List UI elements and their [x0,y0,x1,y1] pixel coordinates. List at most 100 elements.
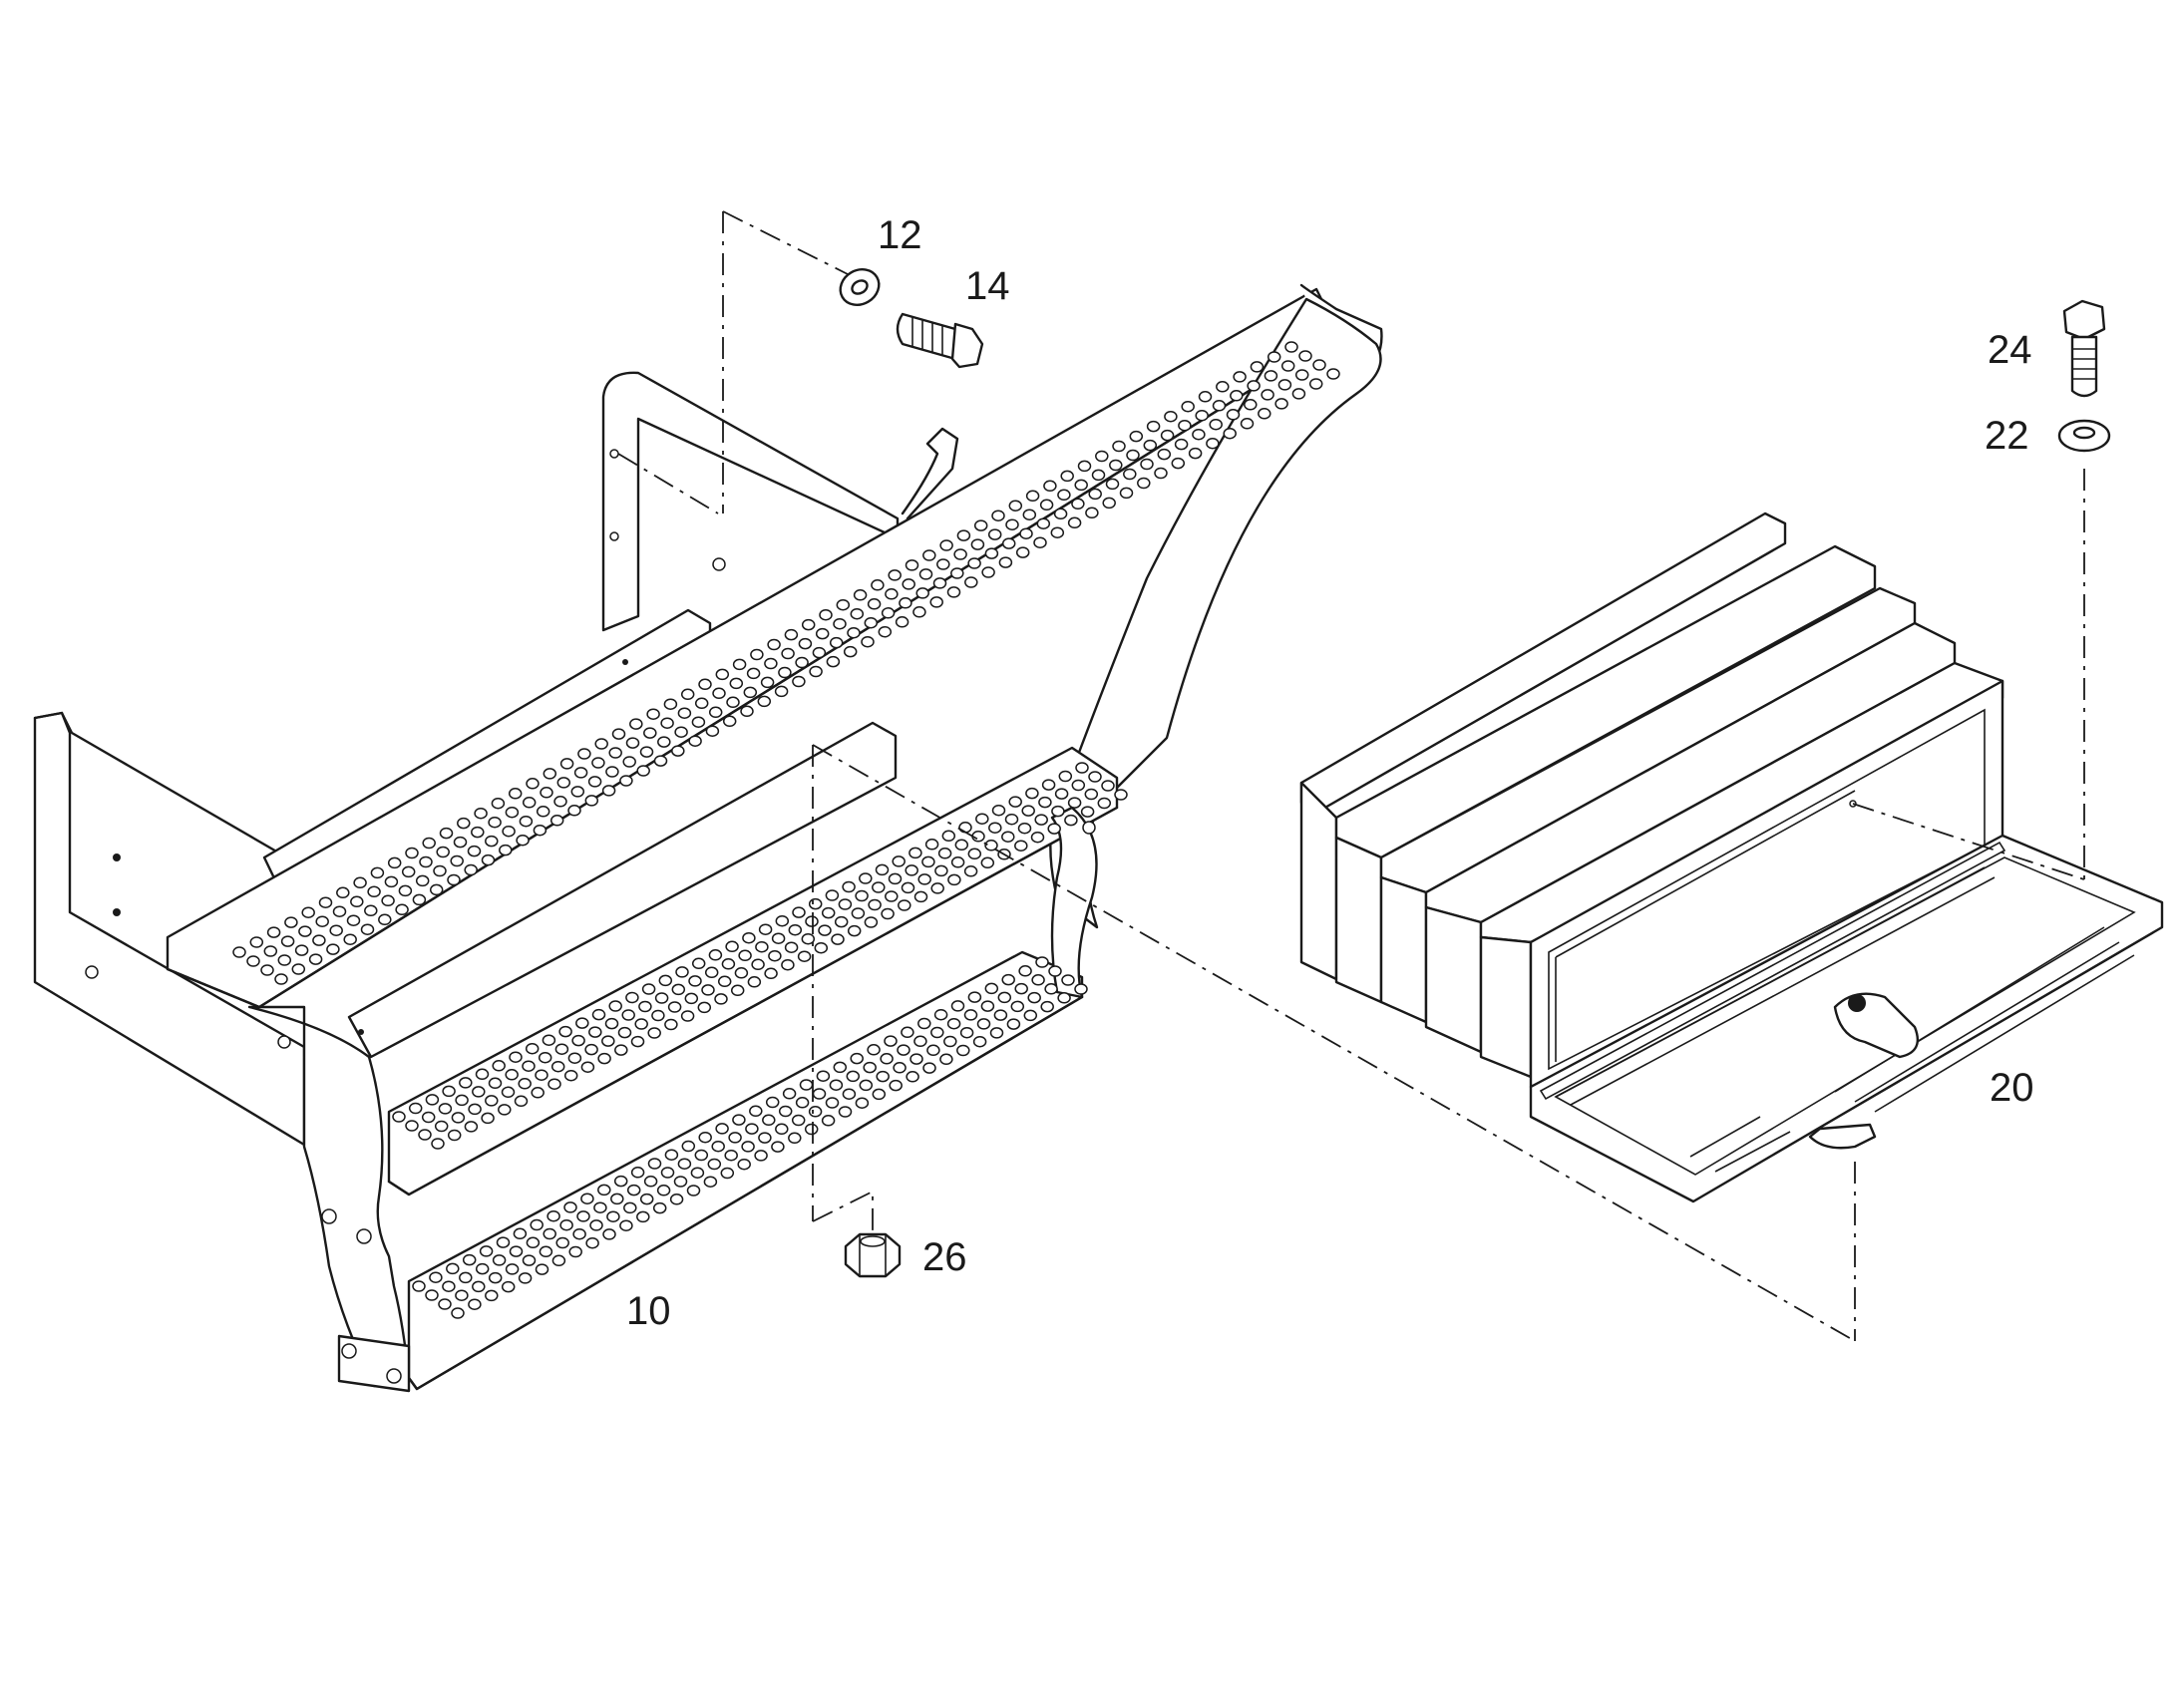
perforation-hole [488,816,502,829]
perforation-hole [384,875,399,888]
perforation-hole [475,1068,490,1081]
perforation-hole [917,1017,931,1030]
perforation-hole [472,1280,486,1293]
perforation-hole [610,1193,624,1205]
perforation-hole [485,1095,499,1107]
perforation-hole [468,1298,482,1310]
perforation-hole [711,1140,725,1153]
perforation-hole [653,755,668,767]
perforation-hole [526,778,540,790]
perforation-hole [535,1263,549,1275]
perforation-hole [1080,806,1095,818]
perforation-hole [587,776,602,788]
perforation-hole [881,907,895,920]
perforation-hole [878,625,893,638]
perforation-hole [746,667,761,680]
perforation-hole [950,856,965,868]
perforation-hole [401,865,416,878]
perforation-hole [729,677,744,690]
perforation-hole [626,1184,641,1196]
perforation-hole [987,528,1002,540]
perforation-hole [546,1209,560,1222]
perforation-hole [312,934,326,946]
perforation-hole [387,856,402,869]
perforation-hole [1041,779,1056,791]
perforation-hole [601,1035,615,1047]
perforation-hole [1209,418,1223,431]
perforation-hole [543,1227,556,1240]
perforation-hole [1001,537,1016,549]
perforation-hole [881,607,896,619]
perforation-hole [694,697,709,710]
perforation-hole [782,1088,797,1100]
perforation-hole [738,949,752,962]
perforation-hole [1048,965,1062,977]
perforation-hole [429,1271,443,1283]
perforation-hole [1164,410,1178,423]
perforation-hole [1264,370,1278,382]
perforation-hole [964,576,978,588]
perforation-hole [741,1141,755,1153]
perforation-hole [863,1061,877,1074]
perforation-hole [1206,437,1220,450]
perforation-hole [447,873,461,886]
perforation-hole [623,1201,637,1214]
perforation-hole [1212,400,1227,412]
perforation-hole [973,519,988,531]
perforation-hole [767,638,781,651]
perforation-hole [639,746,654,758]
perforation-hole [855,889,869,902]
perforation-hole [464,1121,479,1133]
perforation-hole [364,904,378,917]
perforation-hole [742,931,756,944]
perforation-hole [1146,420,1161,433]
perforation-hole [884,1035,898,1047]
perforation-hole [246,955,260,967]
perforation-hole [550,1060,565,1073]
perforation-hole [450,854,464,867]
perforation-hole [1074,479,1088,492]
perforation-hole [708,706,723,719]
perforation-hole [318,896,333,908]
perforation-hole [799,1079,814,1091]
perforation-hole [850,607,865,620]
perforation-hole [438,1103,453,1115]
perforation-hole [1067,797,1082,809]
perforation-hole [643,727,657,739]
perforation-hole [1025,490,1040,503]
perforation-hole [775,1123,789,1136]
perforation-hole [249,936,264,948]
perforation-hole [405,1120,419,1132]
perforation-hole [1033,536,1047,548]
perforation-hole [715,668,730,681]
perforation-hole [425,1289,439,1301]
perforation-hole [895,616,909,628]
perforation-hole [622,756,636,768]
perforation-hole [284,916,298,928]
perforation-hole [485,835,499,848]
perforation-hole [929,596,943,608]
perforation-hole [889,1079,903,1092]
perforation-hole [712,687,726,700]
perforation-hole [559,758,574,770]
perforation-hole [543,768,557,780]
perforation-hole [1053,508,1068,520]
washer-12 [839,268,881,306]
perforation-hole [418,1129,432,1141]
perforation-hole [1030,831,1045,844]
perforation-hole [1195,409,1209,422]
perforation-hole [705,725,720,737]
left-hanger [247,1005,411,1388]
perforation-hole [694,1149,709,1162]
perforation-hole [643,1176,658,1188]
perforation-hole [636,1210,650,1223]
perforation-hole [549,815,564,827]
perforation-hole [617,1026,632,1039]
perforation-hole [455,1094,469,1107]
perforation-hole [930,1026,944,1039]
perforation-hole [447,1129,462,1142]
perforation-hole [471,826,485,839]
perforation-hole [859,872,873,884]
perforation-hole [963,865,978,877]
perforation-hole [654,992,669,1004]
